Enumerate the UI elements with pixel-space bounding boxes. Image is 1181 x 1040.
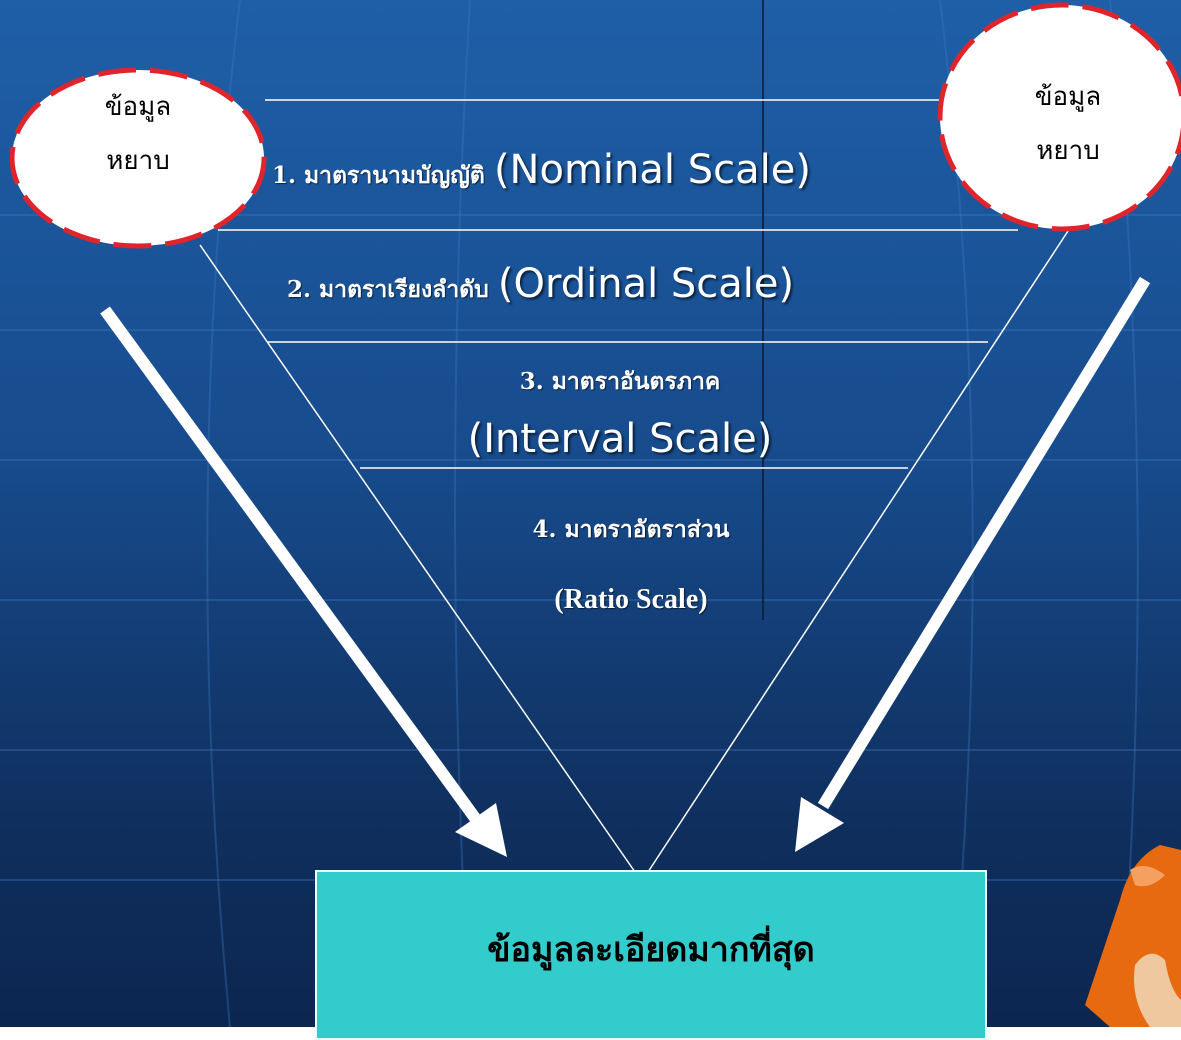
left-circle-line2: หยาบ	[106, 146, 170, 176]
left-circle-label: ข้อมูล หยาบ	[78, 80, 198, 188]
decorative-figure	[1085, 845, 1181, 1027]
level-1-thai: 1. มาตรานามบัญญัติ	[272, 162, 485, 189]
right-arrow	[795, 276, 1151, 852]
result-box: ข้อมูลละเอียดมากที่สุด	[315, 870, 987, 1040]
level-4-thai: 4. มาตราอัตราส่วน	[532, 516, 730, 543]
left-circle-line1: ข้อมูล	[104, 92, 172, 122]
level-2-english: (Ordinal Scale)	[497, 261, 795, 307]
funnel-lines	[199, 99, 1071, 873]
right-circle-line1: ข้อมูล	[1034, 82, 1102, 112]
funnel-right-edge	[647, 227, 1071, 873]
level-2: 2. มาตราเรียงลำดับ (Ordinal Scale)	[287, 254, 794, 314]
left-arrow	[100, 306, 507, 857]
level-4-english: (Ratio Scale)	[554, 584, 708, 615]
level-3-thai: 3. มาตราอันตรภาค	[519, 368, 721, 395]
level-3-english: (Interval Scale)	[467, 416, 773, 462]
level-1-english: (Nominal Scale)	[493, 147, 811, 193]
level-1: 1. มาตรานามบัญญัติ (Nominal Scale)	[272, 140, 811, 200]
left-circle	[9, 67, 267, 249]
funnel-left-edge	[199, 244, 636, 873]
right-circle-line2: หยาบ	[1036, 136, 1100, 166]
result-label: ข้อมูลละเอียดมากที่สุด	[487, 930, 815, 970]
level-2-thai: 2. มาตราเรียงลำดับ	[287, 276, 489, 303]
right-circle	[937, 2, 1181, 232]
right-circle-label: ข้อมูล หยาบ	[1008, 70, 1128, 178]
